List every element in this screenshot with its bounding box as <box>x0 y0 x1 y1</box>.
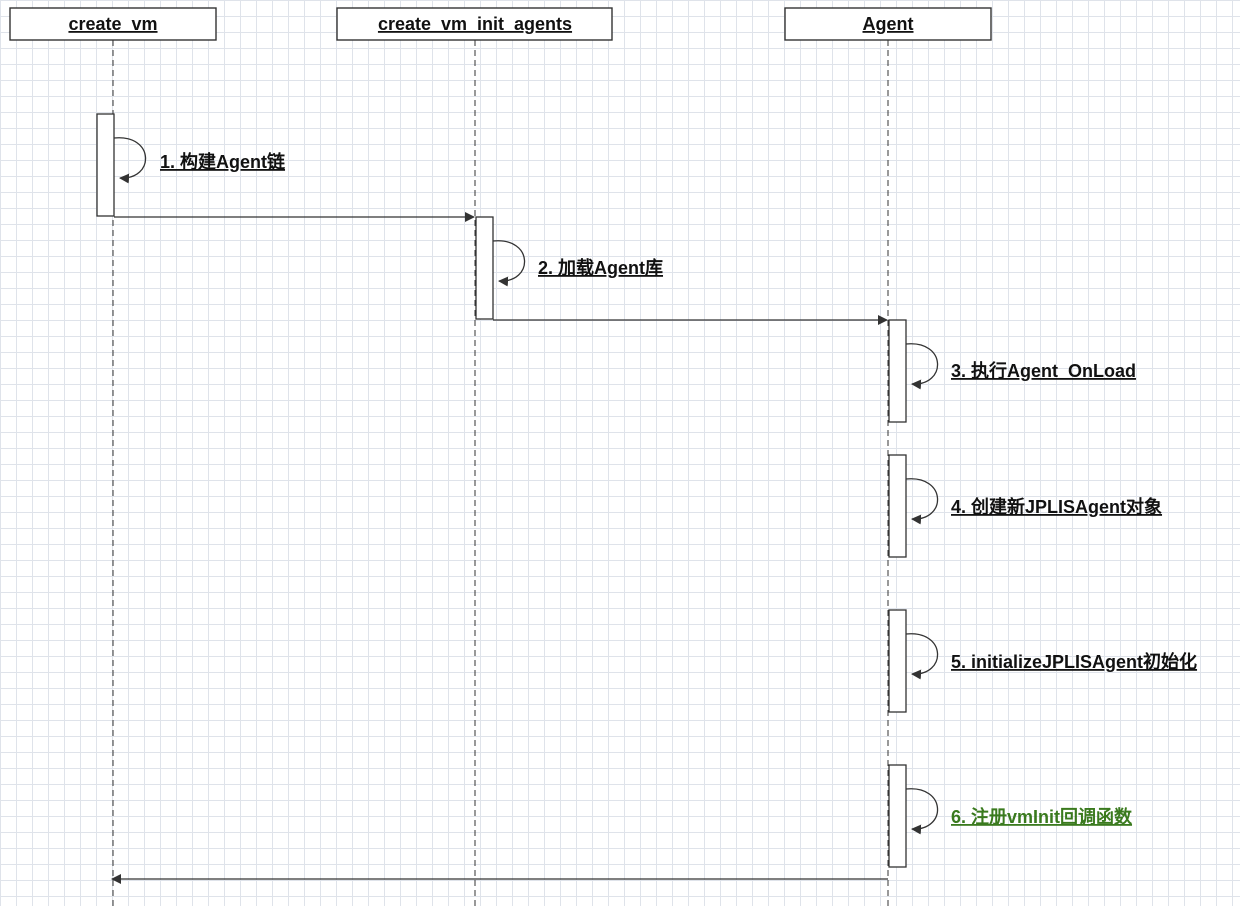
participant-agent[interactable]: Agent <box>784 7 992 41</box>
participant-label: create_vm <box>68 14 157 34</box>
self-message-5[interactable]: 5. initializeJPLISAgent初始化 <box>905 633 1197 680</box>
activation-agent-2 <box>888 454 907 558</box>
participant-create-vm-init-agents[interactable]: create_vm_init_agents <box>336 7 613 41</box>
activation-agent-1 <box>888 319 907 423</box>
participant-label: Agent <box>863 14 914 34</box>
message-label: 2. 加载Agent库 <box>538 257 663 278</box>
activation-agent-3 <box>888 609 907 713</box>
message-label: 3. 执行Agent_OnLoad <box>951 360 1136 381</box>
participant-create-vm[interactable]: create_vm <box>9 7 217 41</box>
self-message-2[interactable]: 2. 加载Agent库 <box>492 240 663 287</box>
self-message-1[interactable]: 1. 构建Agent链 <box>113 137 286 184</box>
message-label: 5. initializeJPLISAgent初始化 <box>951 651 1197 672</box>
participant-label: create_vm_init_agents <box>378 14 572 34</box>
activation-create-vm-init-agents <box>475 216 494 320</box>
message-label: 6. 注册vmInit回调函数 <box>951 806 1133 827</box>
activation-create-vm <box>96 113 115 217</box>
self-message-4[interactable]: 4. 创建新JPLISAgent对象 <box>905 478 1162 525</box>
message-label: 1. 构建Agent链 <box>160 151 286 172</box>
message-label: 4. 创建新JPLISAgent对象 <box>951 496 1162 517</box>
self-message-6[interactable]: 6. 注册vmInit回调函数 <box>905 788 1133 835</box>
activation-agent-4 <box>888 764 907 868</box>
self-message-3[interactable]: 3. 执行Agent_OnLoad <box>905 343 1136 390</box>
